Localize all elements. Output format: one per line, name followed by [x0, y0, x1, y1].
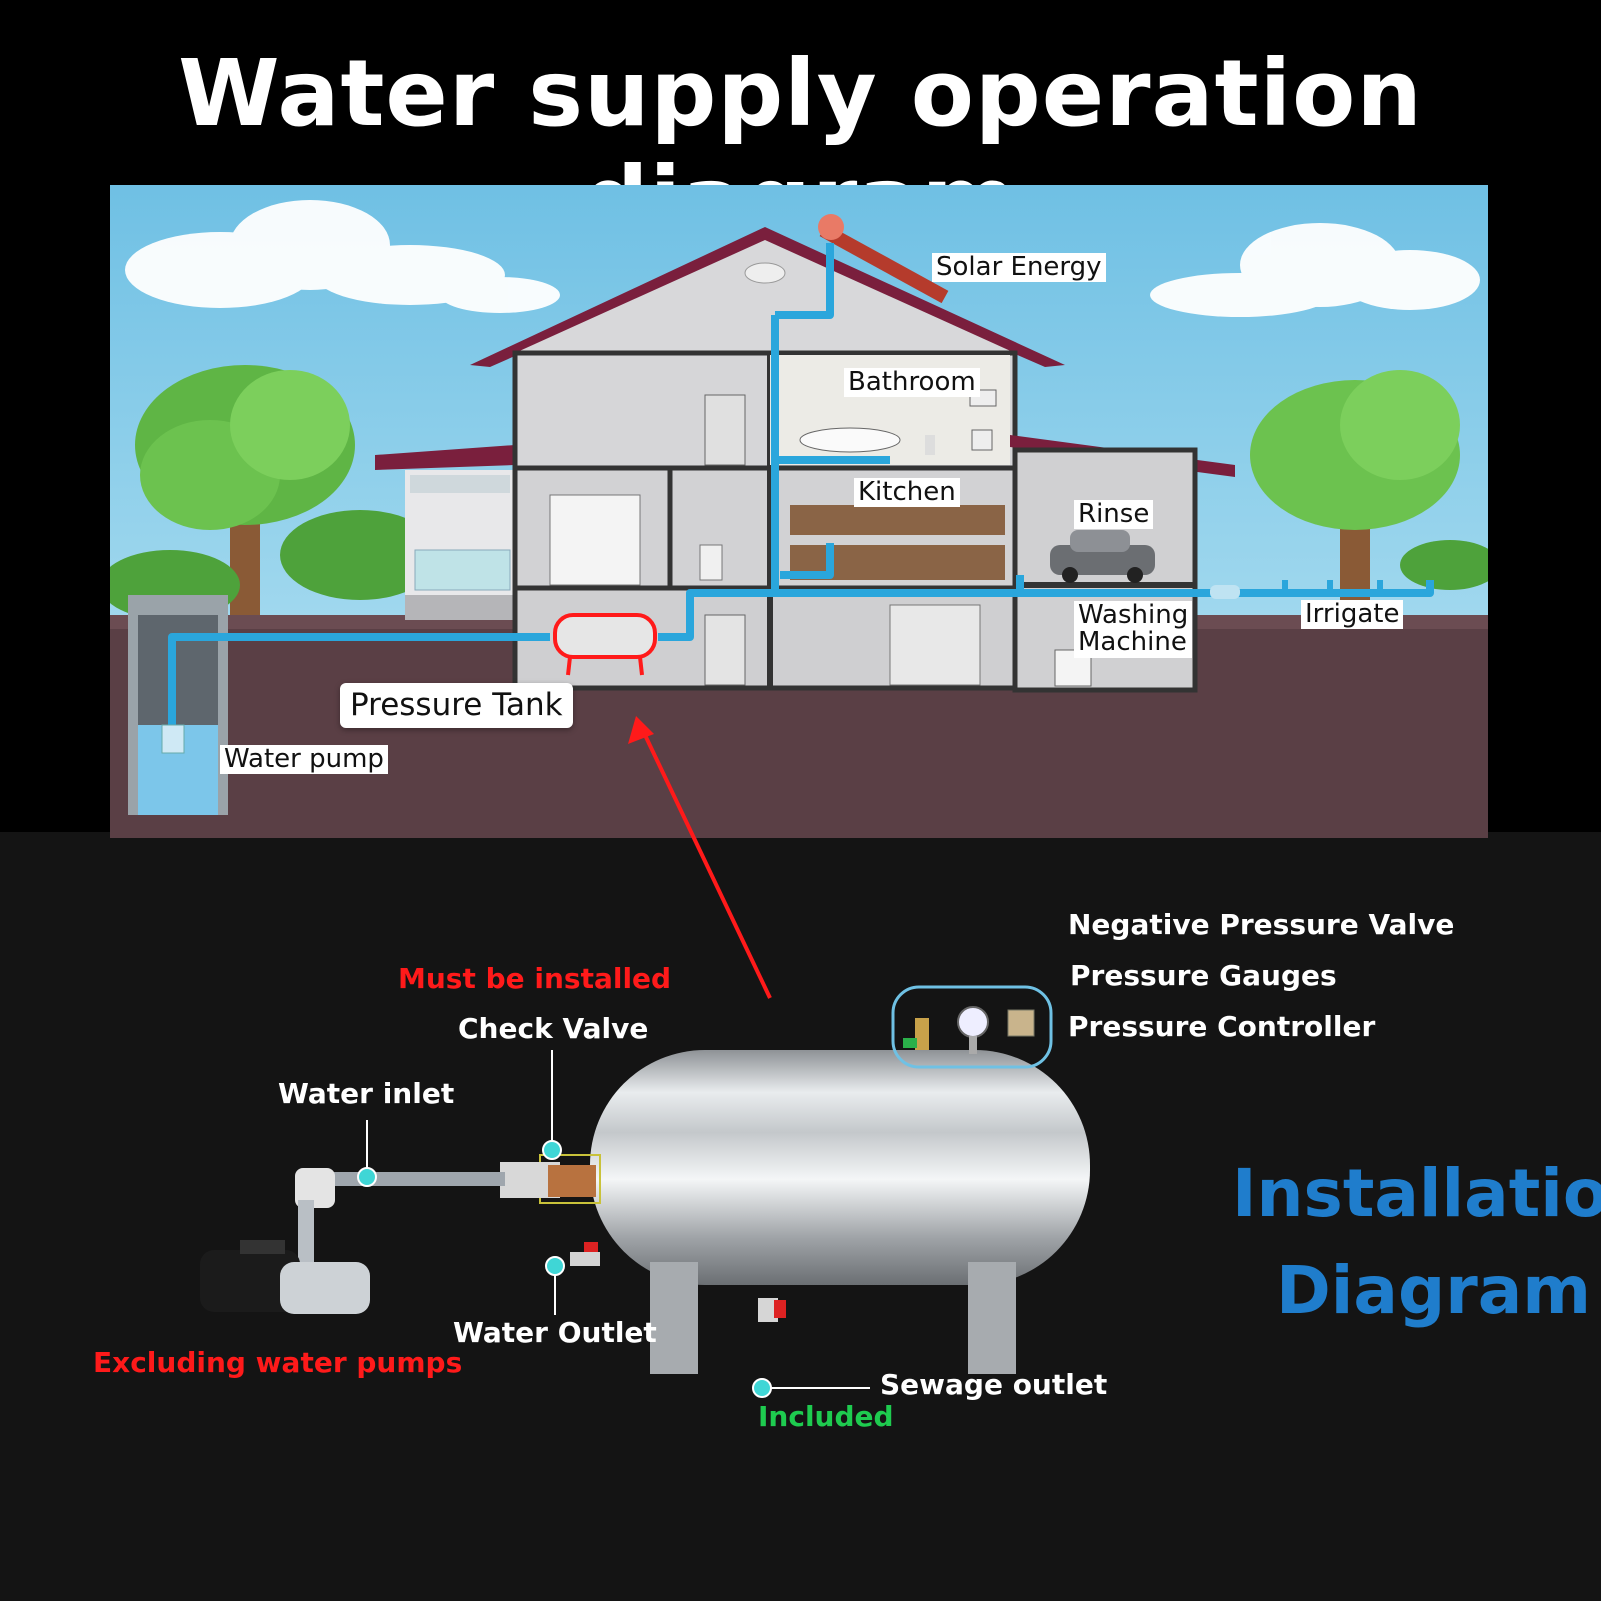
label-excluding-water-pumps: Excluding water pumps — [93, 1346, 463, 1379]
label-rinse: Rinse — [1074, 500, 1154, 530]
house-scene: Solar Energy Bathroom Kitchen Rinse Wash… — [110, 185, 1488, 838]
label-pressure-tank: Pressure Tank — [340, 683, 573, 728]
label-negative-pressure-valve: Negative Pressure Valve — [1068, 908, 1455, 941]
label-bathroom: Bathroom — [844, 368, 980, 398]
label-water-outlet: Water Outlet — [453, 1316, 657, 1349]
label-pressure-gauges: Pressure Gauges — [1070, 959, 1337, 992]
label-washing-machine-line1: Washing — [1078, 600, 1189, 630]
label-check-valve: Check Valve — [458, 1012, 649, 1045]
installation-heading-line1: Installation — [1232, 1155, 1601, 1232]
label-solar-energy: Solar Energy — [932, 253, 1106, 283]
label-included: Included — [758, 1400, 894, 1433]
label-washing-machine: Washing Machine — [1074, 600, 1193, 658]
house-scene-illustration — [110, 185, 1488, 838]
label-sewage-outlet: Sewage outlet — [880, 1368, 1108, 1401]
label-pressure-controller: Pressure Controller — [1068, 1010, 1376, 1043]
label-must-be-installed: Must be installed — [398, 962, 672, 995]
label-washing-machine-line2: Machine — [1078, 627, 1187, 658]
label-irrigate: Irrigate — [1301, 600, 1404, 630]
label-water-inlet: Water inlet — [278, 1077, 455, 1110]
label-kitchen: Kitchen — [854, 478, 960, 508]
label-water-pump: Water pump — [220, 745, 388, 775]
installation-heading-line2: Diagram — [1276, 1252, 1592, 1329]
